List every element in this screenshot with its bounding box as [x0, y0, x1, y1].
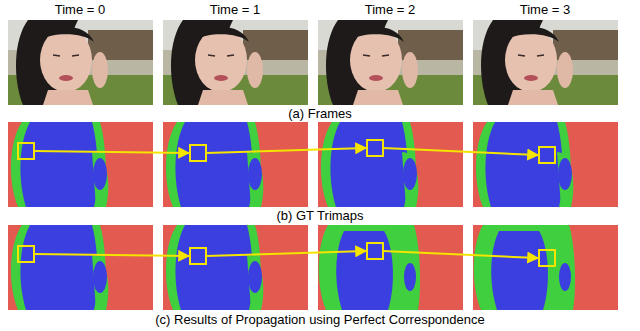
time-label: Time = 0 [55, 2, 105, 17]
time-label: Time = 1 [210, 2, 260, 17]
subfigure-caption: (c) Results of Propagation using Perfect… [155, 312, 485, 327]
subfigure-caption: (b) GT Trimaps [276, 208, 363, 223]
time-label: Time = 3 [520, 2, 570, 17]
time-label: Time = 2 [365, 2, 415, 17]
subfigure-caption: (a) Frames [288, 106, 352, 121]
